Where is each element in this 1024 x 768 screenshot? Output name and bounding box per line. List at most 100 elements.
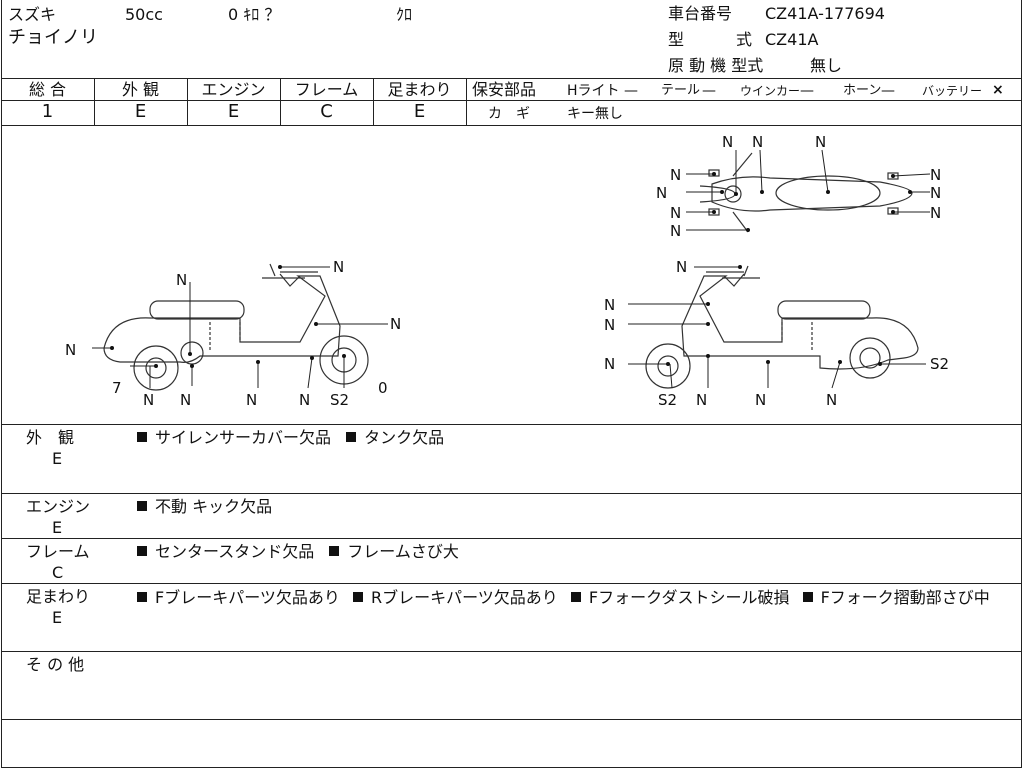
note-item: Fフォークダストシール破損: [588, 588, 790, 607]
note-category-other: そ の 他: [26, 655, 85, 674]
displacement: 50cc: [125, 5, 163, 24]
mark: N: [390, 315, 401, 333]
mark: 0: [378, 379, 388, 397]
note-grade-suspension: E: [52, 608, 63, 627]
mark: N: [752, 133, 763, 151]
note-category-suspension: 足まわり: [26, 587, 91, 606]
key-label: カ ギ: [488, 106, 530, 122]
mark: N: [930, 204, 941, 222]
mark: N: [656, 184, 667, 202]
note-item: タンク欠品: [364, 428, 445, 447]
mark: N: [670, 204, 681, 222]
grade-header-suspension: 足まわり: [387, 80, 452, 99]
safety-battery-label: バッテリー: [922, 84, 983, 98]
safety-winker-label: ウインカー: [740, 84, 801, 98]
mark: N: [696, 391, 707, 409]
type-label-2: 式: [736, 30, 753, 49]
mileage: 0 ｷﾛ ？: [228, 5, 281, 24]
safety-battery-value: ×: [992, 82, 1004, 98]
mark: N: [65, 341, 76, 359]
type-value: CZ41A: [765, 30, 819, 49]
grade-value-overall: 1: [41, 101, 54, 122]
safety-winker-value: —: [800, 83, 814, 99]
note-category-frame: フレーム: [26, 542, 90, 561]
note-item: Fフォーク摺動部さび中: [820, 588, 990, 607]
note-items-engine: 不動 キック欠品: [137, 498, 272, 516]
mark: S2: [930, 355, 949, 373]
mark: N: [604, 296, 615, 314]
key-value: キー無し: [567, 106, 623, 122]
note-item: フレームさび大: [347, 542, 459, 561]
chassis-label: 車台番号: [668, 4, 733, 23]
grade-value-suspension: E: [413, 101, 426, 122]
engine-label: 原 動 機 型式: [668, 56, 764, 75]
note-category-engine: エンジン: [26, 497, 91, 516]
mark: N: [826, 391, 837, 409]
mark: N: [246, 391, 257, 409]
mark: N: [299, 391, 310, 409]
grade-header-overall: 総 合: [28, 80, 67, 99]
grid-line: [280, 78, 281, 125]
mark: N: [670, 222, 681, 240]
rule: [1, 651, 1022, 652]
type-label-1: 型: [668, 30, 685, 49]
note-item: センタースタンド欠品: [155, 542, 315, 561]
mark: S2: [330, 391, 349, 409]
mark: N: [676, 258, 687, 276]
rule: [1, 538, 1022, 539]
note-grade-exterior: E: [52, 449, 63, 468]
rule: [1, 493, 1022, 494]
rule: [1, 78, 1022, 79]
note-items-frame: センタースタンド欠品 フレームさび大: [137, 543, 459, 561]
grid-line: [94, 78, 95, 125]
note-grade-frame: C: [52, 563, 64, 582]
mark: N: [176, 271, 187, 289]
safety-horn-label: ホーン: [843, 83, 882, 98]
safety-horn-value: —: [881, 83, 895, 99]
note-items-exterior: サイレンサーカバー欠品 タンク欠品: [137, 429, 444, 447]
engine-value: 無し: [810, 56, 843, 75]
grade-header-engine: エンジン: [201, 80, 266, 99]
grade-value-engine: E: [227, 101, 240, 122]
note-items-suspension: Fブレーキパーツ欠品あり Rブレーキパーツ欠品あり Fフォークダストシール破損 …: [137, 587, 1009, 609]
damage-diagram: N N N N N N N N N N N N N N N 7 N N N N …: [65, 133, 949, 409]
note-item: Fブレーキパーツ欠品あり: [155, 588, 340, 607]
safety-headlight-value: —: [624, 83, 638, 99]
safety-tail-label: テール: [661, 83, 701, 98]
mark: N: [930, 184, 941, 202]
safety-tail-value: —: [702, 83, 716, 99]
grade-value-frame: C: [320, 101, 333, 122]
mark: N: [180, 391, 191, 409]
right-view-scooter: [645, 265, 919, 389]
safety-title: 保安部品: [472, 80, 537, 99]
mark: N: [755, 391, 766, 409]
grid-line: [1, 100, 1022, 101]
chassis-value: CZ41A-177694: [765, 4, 885, 23]
left-view-scooter: [103, 263, 369, 391]
mark: N: [143, 391, 154, 409]
mark: S2: [658, 391, 677, 409]
mark: N: [722, 133, 733, 151]
mark: N: [670, 166, 681, 184]
maker: スズキ: [8, 5, 57, 24]
safety-headlight-label: Hライト: [567, 83, 620, 99]
mark: 7: [112, 379, 122, 397]
note-grade-engine: E: [52, 518, 63, 537]
note-item: Rブレーキパーツ欠品あり: [370, 588, 558, 607]
mark: N: [604, 316, 615, 334]
grid-line: [373, 78, 374, 125]
mark: N: [930, 166, 941, 184]
rule: [1, 583, 1022, 584]
grade-header-frame: フレーム: [294, 80, 359, 99]
rule: [1, 424, 1022, 425]
mark: N: [333, 258, 344, 276]
grade-value-exterior: E: [134, 101, 147, 122]
grid-line: [466, 78, 467, 125]
mark: N: [604, 355, 615, 373]
note-item: サイレンサーカバー欠品: [155, 428, 332, 447]
mark: N: [815, 133, 826, 151]
model-name: チョイノリ: [8, 27, 98, 48]
color: ｸﾛ: [396, 5, 413, 24]
grid-line: [187, 78, 188, 125]
